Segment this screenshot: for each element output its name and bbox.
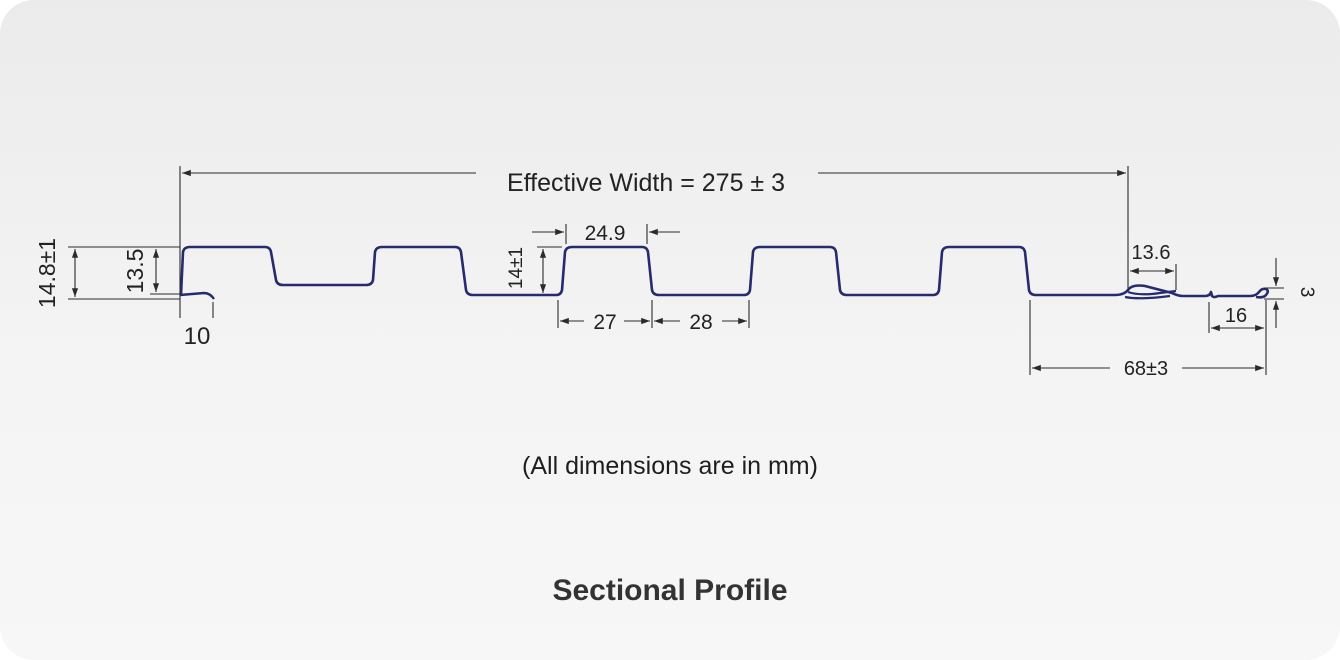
tail-height-label: 3 — [1296, 287, 1317, 298]
edge-curl — [179, 291, 215, 300]
tail-height-dimension — [1264, 258, 1284, 328]
units-caption: (All dimensions are in mm) — [522, 452, 818, 480]
rib-height-dimension — [537, 246, 562, 293]
overlap-width-label: 68±3 — [1124, 358, 1168, 380]
total-height-label: 14.8±1 — [34, 238, 60, 308]
pan-width-label: 28 — [689, 311, 712, 334]
edge-offset-label: 10 — [184, 323, 211, 350]
tail-width-label: 16 — [1225, 305, 1247, 327]
rib-height-label: 14±1 — [506, 247, 527, 289]
profile-outline — [179, 245, 1270, 299]
overlap-hook-label: 13.6 — [1132, 242, 1171, 264]
overlap-hook-dimension — [1130, 264, 1177, 290]
inner-height-label: 13.5 — [122, 249, 148, 294]
effective-width-label: Effective Width = 275 ± 3 — [507, 169, 785, 197]
inner-height-dimension — [150, 246, 180, 295]
overlap-hook — [1124, 289, 1177, 300]
crest-top-label: 24.9 — [585, 222, 626, 245]
crest-top-dimension — [532, 224, 680, 244]
crest-base-label: 27 — [593, 311, 616, 334]
diagram-title: Sectional Profile — [552, 574, 788, 607]
tail-width-dimension — [1208, 300, 1267, 375]
base-width-dimensions — [557, 300, 750, 328]
effective-width-dimension — [179, 166, 1129, 318]
overlap-width-dimension — [1029, 300, 1264, 375]
